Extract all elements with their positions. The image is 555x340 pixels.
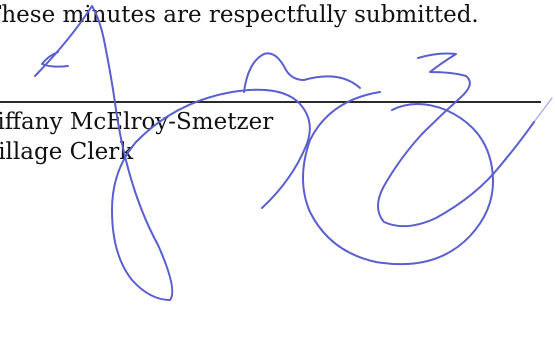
- signature-stroke-trail: [533, 97, 553, 123]
- signature-stroke-loop: [111, 88, 311, 301]
- signature-line: [0, 101, 541, 103]
- signature-stroke-entry: [34, 5, 117, 111]
- signer-title: Village Clerk: [0, 139, 134, 165]
- signature-stroke-hump: [243, 52, 361, 93]
- signature-stroke-oval: [302, 91, 494, 266]
- signature-stroke-flourish: [377, 52, 535, 228]
- signer-name: Tiffany McElroy-Smetzer: [0, 109, 274, 135]
- signature-stroke-hook: [41, 51, 69, 68]
